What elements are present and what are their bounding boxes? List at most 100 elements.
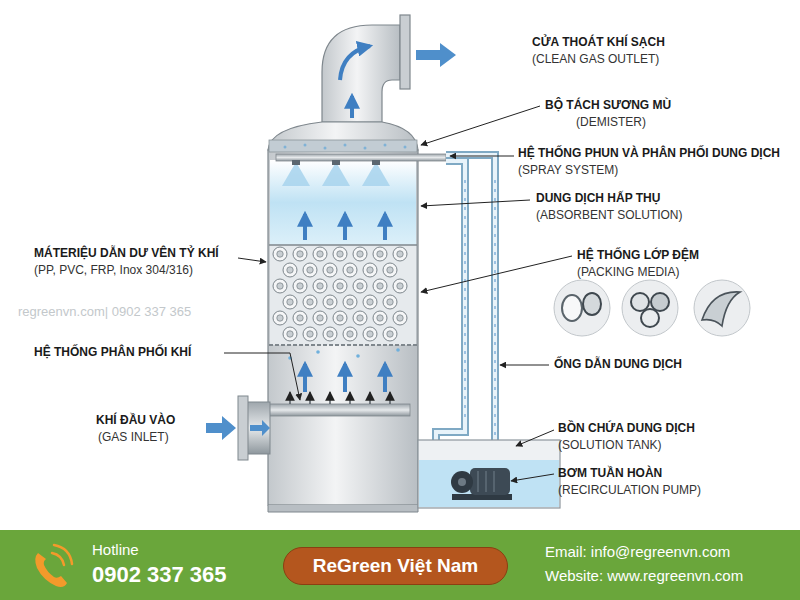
pump-motor [470, 468, 510, 495]
leader-line [421, 256, 572, 292]
packing-ring [343, 327, 357, 341]
spray-header [276, 154, 446, 161]
packing-ring [363, 263, 377, 277]
callout-title: HỆ THỐNG PHÂN PHỐI KHÍ [34, 346, 191, 360]
leader-line [421, 106, 540, 145]
leader-lines [224, 106, 572, 481]
packing-ring [303, 263, 317, 277]
motor-fin [477, 471, 479, 492]
packing-ring [313, 247, 327, 261]
nozzle [332, 160, 340, 165]
drop [396, 348, 400, 352]
callout-title: KHÍ ĐẦU VÀO [96, 414, 175, 428]
tank-water [419, 460, 559, 507]
spray-cones [282, 162, 390, 186]
motor-fin [485, 471, 487, 492]
packing-ring [373, 311, 387, 325]
packing-ring [283, 263, 297, 277]
drop [364, 147, 367, 150]
leader-line [224, 353, 300, 400]
flow-arrow [350, 96, 354, 118]
inlet-pipe [246, 402, 270, 454]
leader-line [450, 156, 514, 157]
jet [309, 392, 310, 404]
flow-arrow [340, 46, 370, 80]
distributor-jets [290, 392, 390, 404]
leader-line [421, 200, 530, 206]
jet [289, 392, 290, 404]
packing-ring [353, 279, 367, 293]
media-icon [622, 280, 678, 336]
tank-shell [418, 440, 560, 508]
callout-title: BỘ TÁCH SƯƠNG MÙ [545, 99, 671, 113]
media-ring [651, 293, 669, 311]
media-ring [583, 293, 601, 315]
packing-ring [343, 263, 357, 277]
email-text: Email: info@regreenvn.com [545, 543, 730, 560]
packing-ring [383, 295, 397, 309]
packing-ring [393, 311, 407, 325]
website-text: Website: www.regreenvn.com [545, 567, 743, 584]
drop [324, 147, 327, 150]
media-saddle [702, 292, 740, 326]
drop [356, 354, 360, 358]
packing-ring [303, 295, 317, 309]
flow-arrow [383, 364, 387, 392]
mist-drops [284, 144, 407, 150]
gas-in-arrow [206, 416, 236, 440]
callout-subtitle: (CLEAN GAS OUTLET) [532, 53, 659, 67]
packing-ring [363, 295, 377, 309]
drop [384, 144, 387, 147]
support-grid [269, 244, 417, 246]
gas-distributor [268, 404, 410, 416]
column-base [268, 505, 418, 512]
demister-pad [269, 140, 417, 152]
media-ring [562, 295, 582, 321]
jet [329, 392, 330, 404]
packing-ring [363, 327, 377, 341]
callout-subtitle: (PACKING MEDIA) [577, 266, 679, 280]
leader-line [516, 430, 554, 446]
elbow-pipe [322, 25, 400, 122]
absorbent-zone [270, 160, 416, 245]
packing-ring [383, 327, 397, 341]
jet [369, 392, 370, 404]
packing-ring [293, 311, 307, 325]
spray-nozzles [292, 160, 380, 165]
recirculation-pump [451, 468, 512, 500]
solution-tank [418, 440, 560, 508]
drop [344, 144, 347, 147]
packing-ring [373, 279, 387, 293]
media-icon [694, 280, 750, 336]
packing-ring [273, 279, 287, 293]
footer-band: Hotline0902 337 365Email: info@regreenvn… [0, 530, 800, 600]
callout-title: CỬA THOÁT KHÍ SẠCH [532, 36, 665, 50]
nozzle [372, 160, 380, 165]
media-icon [554, 280, 610, 336]
callout-title: MÁTERIỆU DẪN DƯ VÊN TỶ KHÍ [34, 247, 219, 261]
packing-ring [293, 279, 307, 293]
leader-line [511, 474, 554, 481]
drop [404, 146, 407, 149]
packing-ring [393, 247, 407, 261]
media-ring [631, 293, 649, 311]
hotline-number: 0902 337 365 [92, 562, 227, 587]
packing-rings [273, 247, 407, 341]
packing-ring [313, 279, 327, 293]
packing-ring [293, 247, 307, 261]
callout-title: BỒN CHỨA DUNG DỊCH [558, 422, 695, 436]
gas-inlet [206, 396, 270, 460]
packing-ring [313, 311, 327, 325]
callout-title: BƠM TUẦN HOÀN [558, 467, 662, 481]
flow-arrow [343, 364, 347, 392]
spray-cone [362, 162, 390, 186]
inlet-flange [238, 396, 248, 460]
watermark: regreenvn.com| 0902 337 365 [18, 305, 191, 320]
callout-title: ỐNG DẪN DUNG DỊCH [554, 358, 682, 372]
callout-title: DUNG DỊCH HẤP THỤ [536, 192, 660, 206]
flow-arrow [303, 214, 307, 240]
packing-ring [393, 279, 407, 293]
packing-ring [303, 327, 317, 341]
